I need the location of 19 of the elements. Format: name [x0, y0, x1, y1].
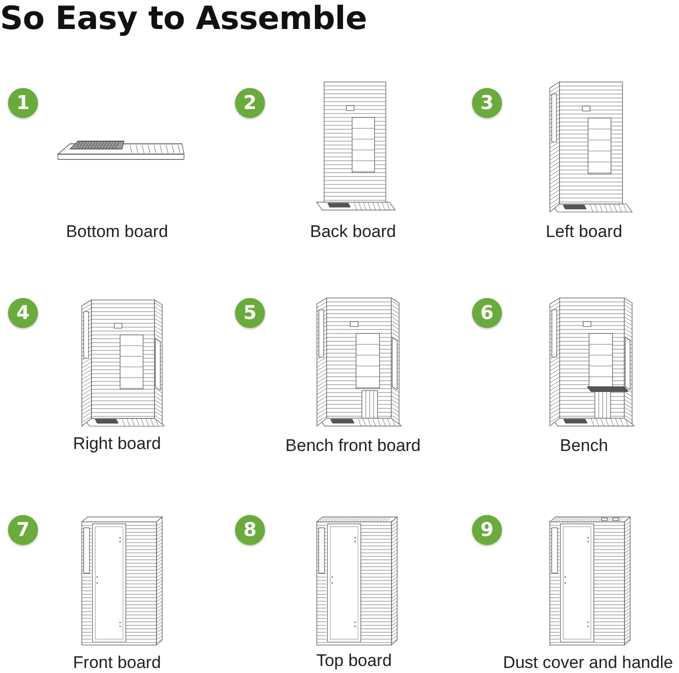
step-number-badge: 9 [472, 515, 502, 545]
step-caption: Back board [310, 222, 396, 242]
step-number-badge: 4 [8, 298, 38, 328]
step-number-badge: 6 [472, 298, 502, 328]
step-caption: Right board [73, 434, 161, 454]
step-number-badge: 7 [8, 515, 38, 545]
step-caption: Dust cover and handle [502, 653, 674, 673]
step-number-badge: 2 [235, 88, 265, 118]
title: So Easy to Assemble [0, 0, 367, 38]
step-caption: Top board [316, 651, 392, 671]
step-number-badge: 8 [235, 515, 265, 545]
step-number-badge: 5 [235, 298, 265, 328]
step-number-badge: 1 [8, 88, 38, 118]
step-caption: Bench [560, 436, 608, 456]
step-caption: Bottom board [66, 222, 168, 242]
step-caption: Left board [546, 222, 622, 242]
step-caption: Front board [73, 653, 161, 673]
step-caption: Bench front board [285, 436, 421, 456]
step-number-badge: 3 [472, 88, 502, 118]
